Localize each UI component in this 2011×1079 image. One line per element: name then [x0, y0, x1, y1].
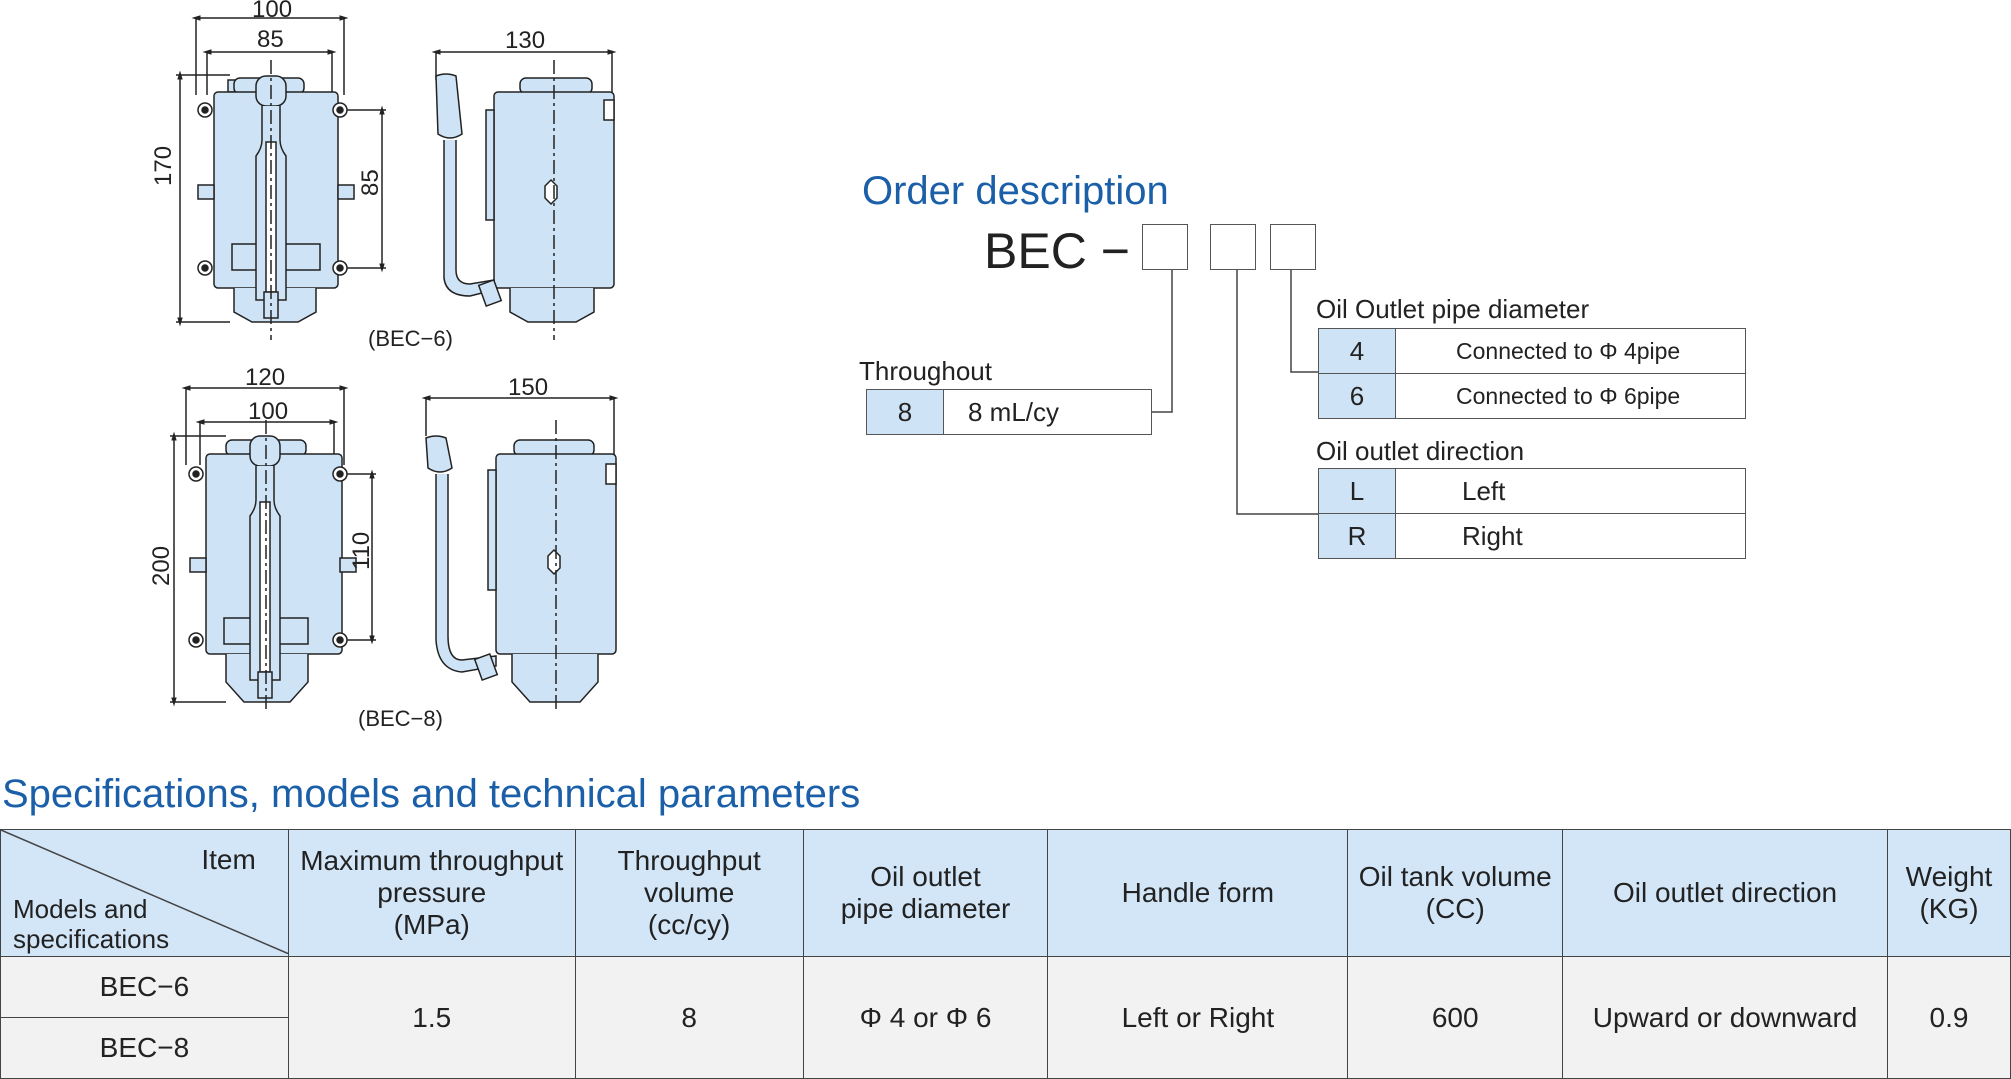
order-connector-lines — [1151, 270, 1318, 515]
order-description-title: Order description — [862, 169, 1169, 213]
bec6-front-view — [176, 15, 386, 340]
value-handle-form: Left or Right — [1047, 956, 1349, 1079]
bec8-side-view — [421, 395, 619, 710]
corner-diagonal — [1, 830, 289, 954]
value-weight: 0.9 — [1886, 956, 2011, 1079]
specs-table: Item Models and specifications Maximum t… — [0, 829, 2011, 1079]
throughout-options-table: 8 8 mL/cy — [866, 389, 1152, 435]
pipe-diameter-option-row: 4 Connected to Φ 4pipe — [1318, 328, 1746, 374]
header-handle-form: Handle form — [1047, 829, 1349, 957]
bec6-mount-width-label: 85 — [257, 26, 284, 53]
table-row: BEC−6 1.5 8 Φ 4 or Φ 6 Left or Right 600… — [0, 956, 2011, 1079]
option-description: Right — [1395, 513, 1746, 559]
option-code: 6 — [1318, 373, 1396, 419]
bec8-caption: (BEC−8) — [358, 706, 443, 731]
corner-item-label: Item — [201, 844, 256, 875]
option-code: R — [1318, 513, 1396, 559]
technical-drawings — [170, 15, 619, 710]
model-cell: BEC−8 — [0, 1017, 289, 1079]
order-code-prefix: BEC − — [984, 223, 1130, 279]
header-tank-volume: Oil tank volume (CC) — [1347, 829, 1564, 957]
option-code: 4 — [1318, 328, 1396, 374]
header-pipe-diameter: Oil outlet pipe diameter — [802, 829, 1049, 957]
value-tank-volume: 600 — [1347, 956, 1564, 1079]
header-weight: Weight (KG) — [1886, 829, 2011, 957]
bec8-overall-width-label: 120 — [245, 364, 286, 391]
option-description: Left — [1395, 468, 1746, 514]
order-code-slot-pipe — [1270, 224, 1316, 270]
option-description: 8 mL/cy — [943, 389, 1152, 435]
specs-title: Specifications, models and technical par… — [2, 772, 861, 816]
header-throughput-volume: Throughput volume (cc/cy) — [574, 829, 804, 957]
direction-label: Oil outlet direction — [1316, 436, 1525, 466]
value-max-pressure: 1.5 — [287, 956, 576, 1079]
pipe-diameter-label: Oil Outlet pipe diameter — [1316, 294, 1590, 324]
direction-option-row: R Right — [1318, 513, 1746, 559]
option-code: L — [1318, 468, 1396, 514]
order-code-slot-throughout — [1142, 224, 1188, 270]
pipe-diameter-options-table: 4 Connected to Φ 4pipe 6 Connected to Φ … — [1318, 328, 1746, 419]
header-max-pressure: Maximum throughput pressure (MPa) — [287, 829, 576, 957]
throughout-option-row: 8 8 mL/cy — [866, 389, 1152, 435]
specs-corner-cell: Item Models and specifications — [0, 829, 289, 957]
bec8-side-width-label: 150 — [508, 374, 549, 401]
table-row: BEC−8 — [0, 1017, 2011, 1079]
bec6-side-view — [431, 49, 617, 340]
bec8-front-view — [170, 385, 376, 710]
option-description: Connected to Φ 6pipe — [1395, 373, 1746, 419]
corner-models-label: Models and specifications — [13, 894, 170, 954]
value-pipe-diameter: Φ 4 or Φ 6 — [802, 956, 1049, 1079]
option-description: Connected to Φ 4pipe — [1395, 328, 1746, 374]
bec8-mount-width-label: 100 — [248, 398, 289, 425]
throughout-label: Throughout — [859, 356, 992, 386]
direction-option-row: L Left — [1318, 468, 1746, 514]
model-cell: BEC−6 — [0, 956, 289, 1018]
value-outlet-direction: Upward or downward — [1562, 956, 1888, 1079]
pipe-diameter-option-row: 6 Connected to Φ 6pipe — [1318, 373, 1746, 419]
order-code-slot-direction — [1210, 224, 1256, 270]
direction-options-table: L Left R Right — [1318, 468, 1746, 559]
bec6-caption: (BEC−6) — [368, 326, 453, 351]
specs-header-row: Item Models and specifications Maximum t… — [0, 829, 2011, 957]
value-throughput-volume: 8 — [574, 956, 804, 1079]
bec6-overall-width-label: 100 — [252, 0, 293, 23]
bec6-side-width-label: 130 — [505, 27, 546, 54]
header-outlet-direction: Oil outlet direction — [1562, 829, 1888, 957]
option-code: 8 — [866, 389, 944, 435]
